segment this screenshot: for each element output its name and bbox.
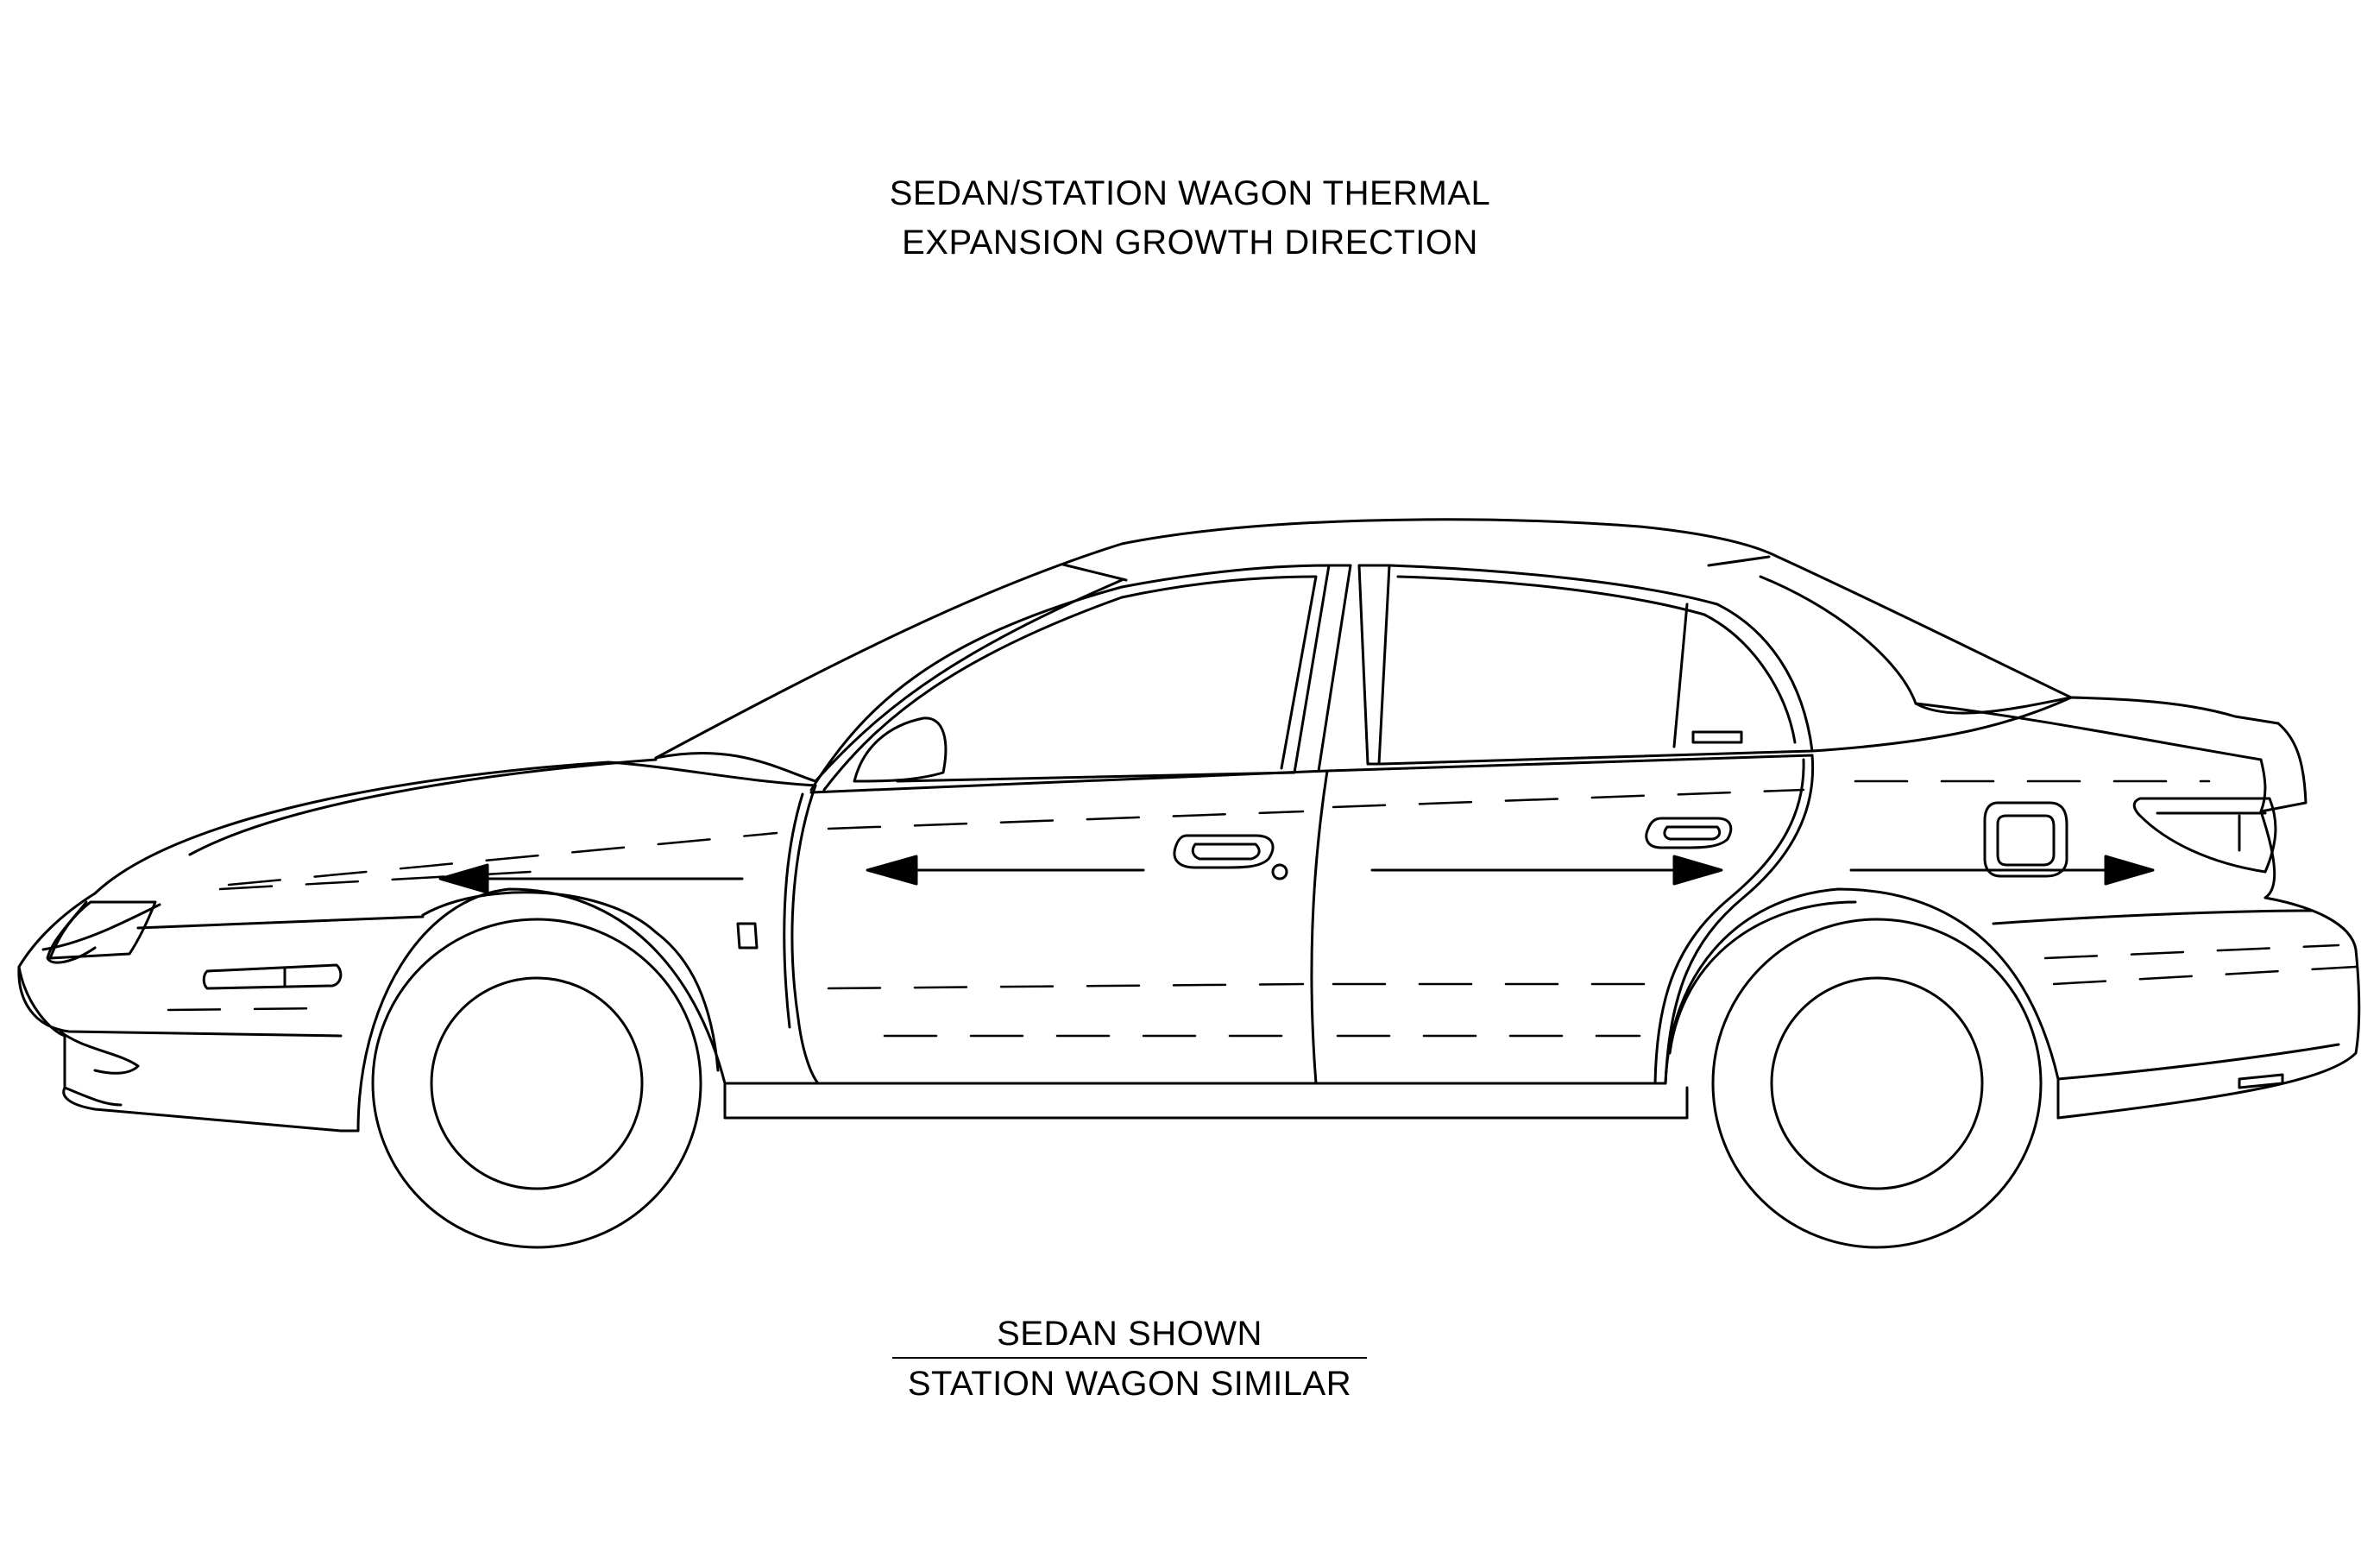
- arrowhead-right-icon: [2104, 855, 2155, 886]
- expansion-arrow-front-fender: [438, 863, 744, 894]
- caption-sedan-shown: SEDAN SHOWN: [997, 1315, 1262, 1353]
- title-line-2: EXPANSION GROWTH DIRECTION: [902, 224, 1478, 262]
- body-character-lines: [167, 779, 2358, 1038]
- arrowhead-left-icon: [438, 863, 489, 894]
- expansion-arrow-rear-door: [1370, 855, 1723, 886]
- expansion-arrow-front-door: [866, 855, 1145, 886]
- diagram-caption: SEDAN SHOWN STATION WAGON SIMILAR: [892, 1309, 1367, 1409]
- expansion-arrow-rear-quarter: [1849, 855, 2155, 886]
- windshield: [654, 578, 1124, 783]
- front-wheel: [371, 918, 702, 1249]
- title-line-1: SEDAN/STATION WAGON THERMAL: [889, 174, 1491, 212]
- arrowhead-left-icon: [866, 855, 918, 886]
- diagram-title: SEDAN/STATION WAGON THERMAL EXPANSION GR…: [0, 169, 2380, 268]
- front-door: [736, 769, 1329, 1085]
- rear-wheel: [1711, 918, 2043, 1249]
- side-mirror: [853, 716, 948, 783]
- rear-door-window: [1357, 564, 1814, 766]
- rear-door: [1325, 754, 1815, 1085]
- front-door-window: [809, 564, 1352, 792]
- caption-station-wagon-similar: STATION WAGON SIMILAR: [907, 1365, 1352, 1403]
- caption-divider: [892, 1357, 1367, 1359]
- body-outline: [17, 696, 2361, 1133]
- arrowhead-right-icon: [1672, 855, 1723, 886]
